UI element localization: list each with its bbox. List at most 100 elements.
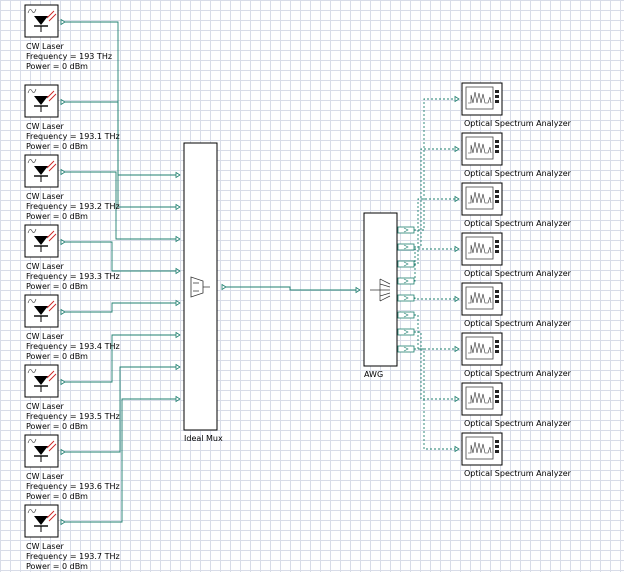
mux-input-port[interactable] xyxy=(175,235,181,243)
analyzer-input-port[interactable] xyxy=(454,295,460,303)
optical-spectrum-analyzer-block[interactable] xyxy=(461,332,503,366)
cw-laser-block[interactable] xyxy=(24,364,59,398)
awg-output-port[interactable] xyxy=(397,226,415,234)
laser-output-port[interactable] xyxy=(60,518,66,526)
laser-output-port[interactable] xyxy=(60,168,66,176)
laser-output-port[interactable] xyxy=(60,308,66,316)
laser-label-line: Frequency = 193.7 THz xyxy=(26,552,120,561)
analyzer-label-line: Optical Spectrum Analyzer xyxy=(464,469,571,478)
laser-diode-icon xyxy=(34,376,48,385)
analyzer-label-line: Optical Spectrum Analyzer xyxy=(464,269,571,278)
mux-input-port[interactable] xyxy=(175,203,181,211)
optical-link xyxy=(65,302,176,313)
analyzer-input-port[interactable] xyxy=(454,145,460,153)
mux-output-port[interactable] xyxy=(221,283,227,291)
mux-input-port[interactable] xyxy=(175,363,181,371)
awg-output-port[interactable] xyxy=(397,243,415,251)
awg-output-port[interactable] xyxy=(397,311,415,319)
laser-label-line: Frequency = 193.1 THz xyxy=(26,132,120,141)
laser-label-line: Frequency = 193.6 THz xyxy=(26,482,120,491)
demultiplexer-icon xyxy=(370,278,391,302)
laser-output-port[interactable] xyxy=(60,238,66,246)
optical-spectrum-analyzer-block[interactable] xyxy=(461,432,503,466)
cw-laser-block[interactable] xyxy=(24,154,59,188)
laser-label-line: Power = 0 dBm xyxy=(26,492,88,501)
laser-label-line: Frequency = 193.3 THz xyxy=(26,272,120,281)
optical-spectrum-analyzer-block[interactable] xyxy=(461,182,503,216)
optical-spectrum-analyzer-block[interactable] xyxy=(461,132,503,166)
cw-laser-block[interactable] xyxy=(24,434,59,468)
awg-output-port[interactable] xyxy=(397,277,415,285)
cw-laser-block[interactable] xyxy=(24,504,59,538)
laser-label-line: CW Laser xyxy=(26,42,64,51)
optical-link xyxy=(65,366,176,453)
ideal-mux-block[interactable] xyxy=(183,142,218,431)
mux-input-port[interactable] xyxy=(175,331,181,339)
optical-link xyxy=(414,148,455,248)
optical-spectrum-analyzer-block[interactable] xyxy=(461,282,503,316)
optical-link xyxy=(414,98,455,231)
analyzer-label-line: Optical Spectrum Analyzer xyxy=(464,119,571,128)
optical-spectrum-analyzer-block[interactable] xyxy=(461,232,503,266)
analyzer-input-port[interactable] xyxy=(454,445,460,453)
optical-link xyxy=(414,314,455,350)
awg-label-line: AWG xyxy=(364,370,384,379)
spectrum-icon xyxy=(468,141,492,154)
mux-input-port[interactable] xyxy=(175,267,181,275)
cw-laser-block[interactable] xyxy=(24,294,59,328)
analyzer-input-port[interactable] xyxy=(454,395,460,403)
mux-label-line: Ideal Mux xyxy=(184,434,223,443)
laser-label-line: CW Laser xyxy=(26,122,64,131)
optical-link xyxy=(65,241,176,272)
analyzer-label: Optical Spectrum Analyzer xyxy=(464,419,571,429)
spectrum-icon xyxy=(468,441,492,454)
awg-label: AWG xyxy=(364,370,383,380)
awg-output-port[interactable] xyxy=(397,345,415,353)
laser-diode-icon xyxy=(34,16,48,25)
cw-laser-block[interactable] xyxy=(24,4,59,38)
laser-label-line: CW Laser xyxy=(26,472,64,481)
laser-output-port[interactable] xyxy=(60,378,66,386)
awg-output-port[interactable] xyxy=(397,328,415,336)
awg-output-port[interactable] xyxy=(397,260,415,268)
laser-label-line: Power = 0 dBm xyxy=(26,422,88,431)
laser-output-port[interactable] xyxy=(60,98,66,106)
spectrum-icon xyxy=(468,241,492,254)
mux-input-port[interactable] xyxy=(175,299,181,307)
analyzer-label: Optical Spectrum Analyzer xyxy=(464,469,571,479)
analyzer-input-port[interactable] xyxy=(454,95,460,103)
laser-diode-icon xyxy=(34,236,48,245)
multiplexer-icon xyxy=(190,276,210,298)
mux-input-port[interactable] xyxy=(175,171,181,179)
laser-output-port[interactable] xyxy=(60,448,66,456)
analyzer-input-port[interactable] xyxy=(454,245,460,253)
analyzer-label: Optical Spectrum Analyzer xyxy=(464,169,571,179)
analyzer-label-line: Optical Spectrum Analyzer xyxy=(464,169,571,178)
laser-label-line: Power = 0 dBm xyxy=(26,282,88,291)
analyzer-label: Optical Spectrum Analyzer xyxy=(464,269,571,279)
laser-label-line: Power = 0 dBm xyxy=(26,142,88,151)
laser-diode-icon xyxy=(34,446,48,455)
laser-diode-icon xyxy=(34,306,48,315)
awg-block[interactable] xyxy=(363,212,398,367)
cw-laser-block[interactable] xyxy=(24,84,59,118)
optical-spectrum-analyzer-block[interactable] xyxy=(461,82,503,116)
optical-spectrum-analyzer-block[interactable] xyxy=(461,382,503,416)
analyzer-label-line: Optical Spectrum Analyzer xyxy=(464,319,571,328)
optical-link xyxy=(65,398,176,523)
cw-laser-block[interactable] xyxy=(24,224,59,258)
mux-input-port[interactable] xyxy=(175,395,181,403)
spectrum-icon xyxy=(468,91,492,104)
laser-label-line: Power = 0 dBm xyxy=(26,62,88,71)
awg-output-port[interactable] xyxy=(397,294,415,302)
analyzer-label-line: Optical Spectrum Analyzer xyxy=(464,369,571,378)
laser-output-port[interactable] xyxy=(60,18,66,26)
awg-input-port[interactable] xyxy=(355,286,361,294)
analyzer-input-port[interactable] xyxy=(454,345,460,353)
analyzer-input-port[interactable] xyxy=(454,195,460,203)
